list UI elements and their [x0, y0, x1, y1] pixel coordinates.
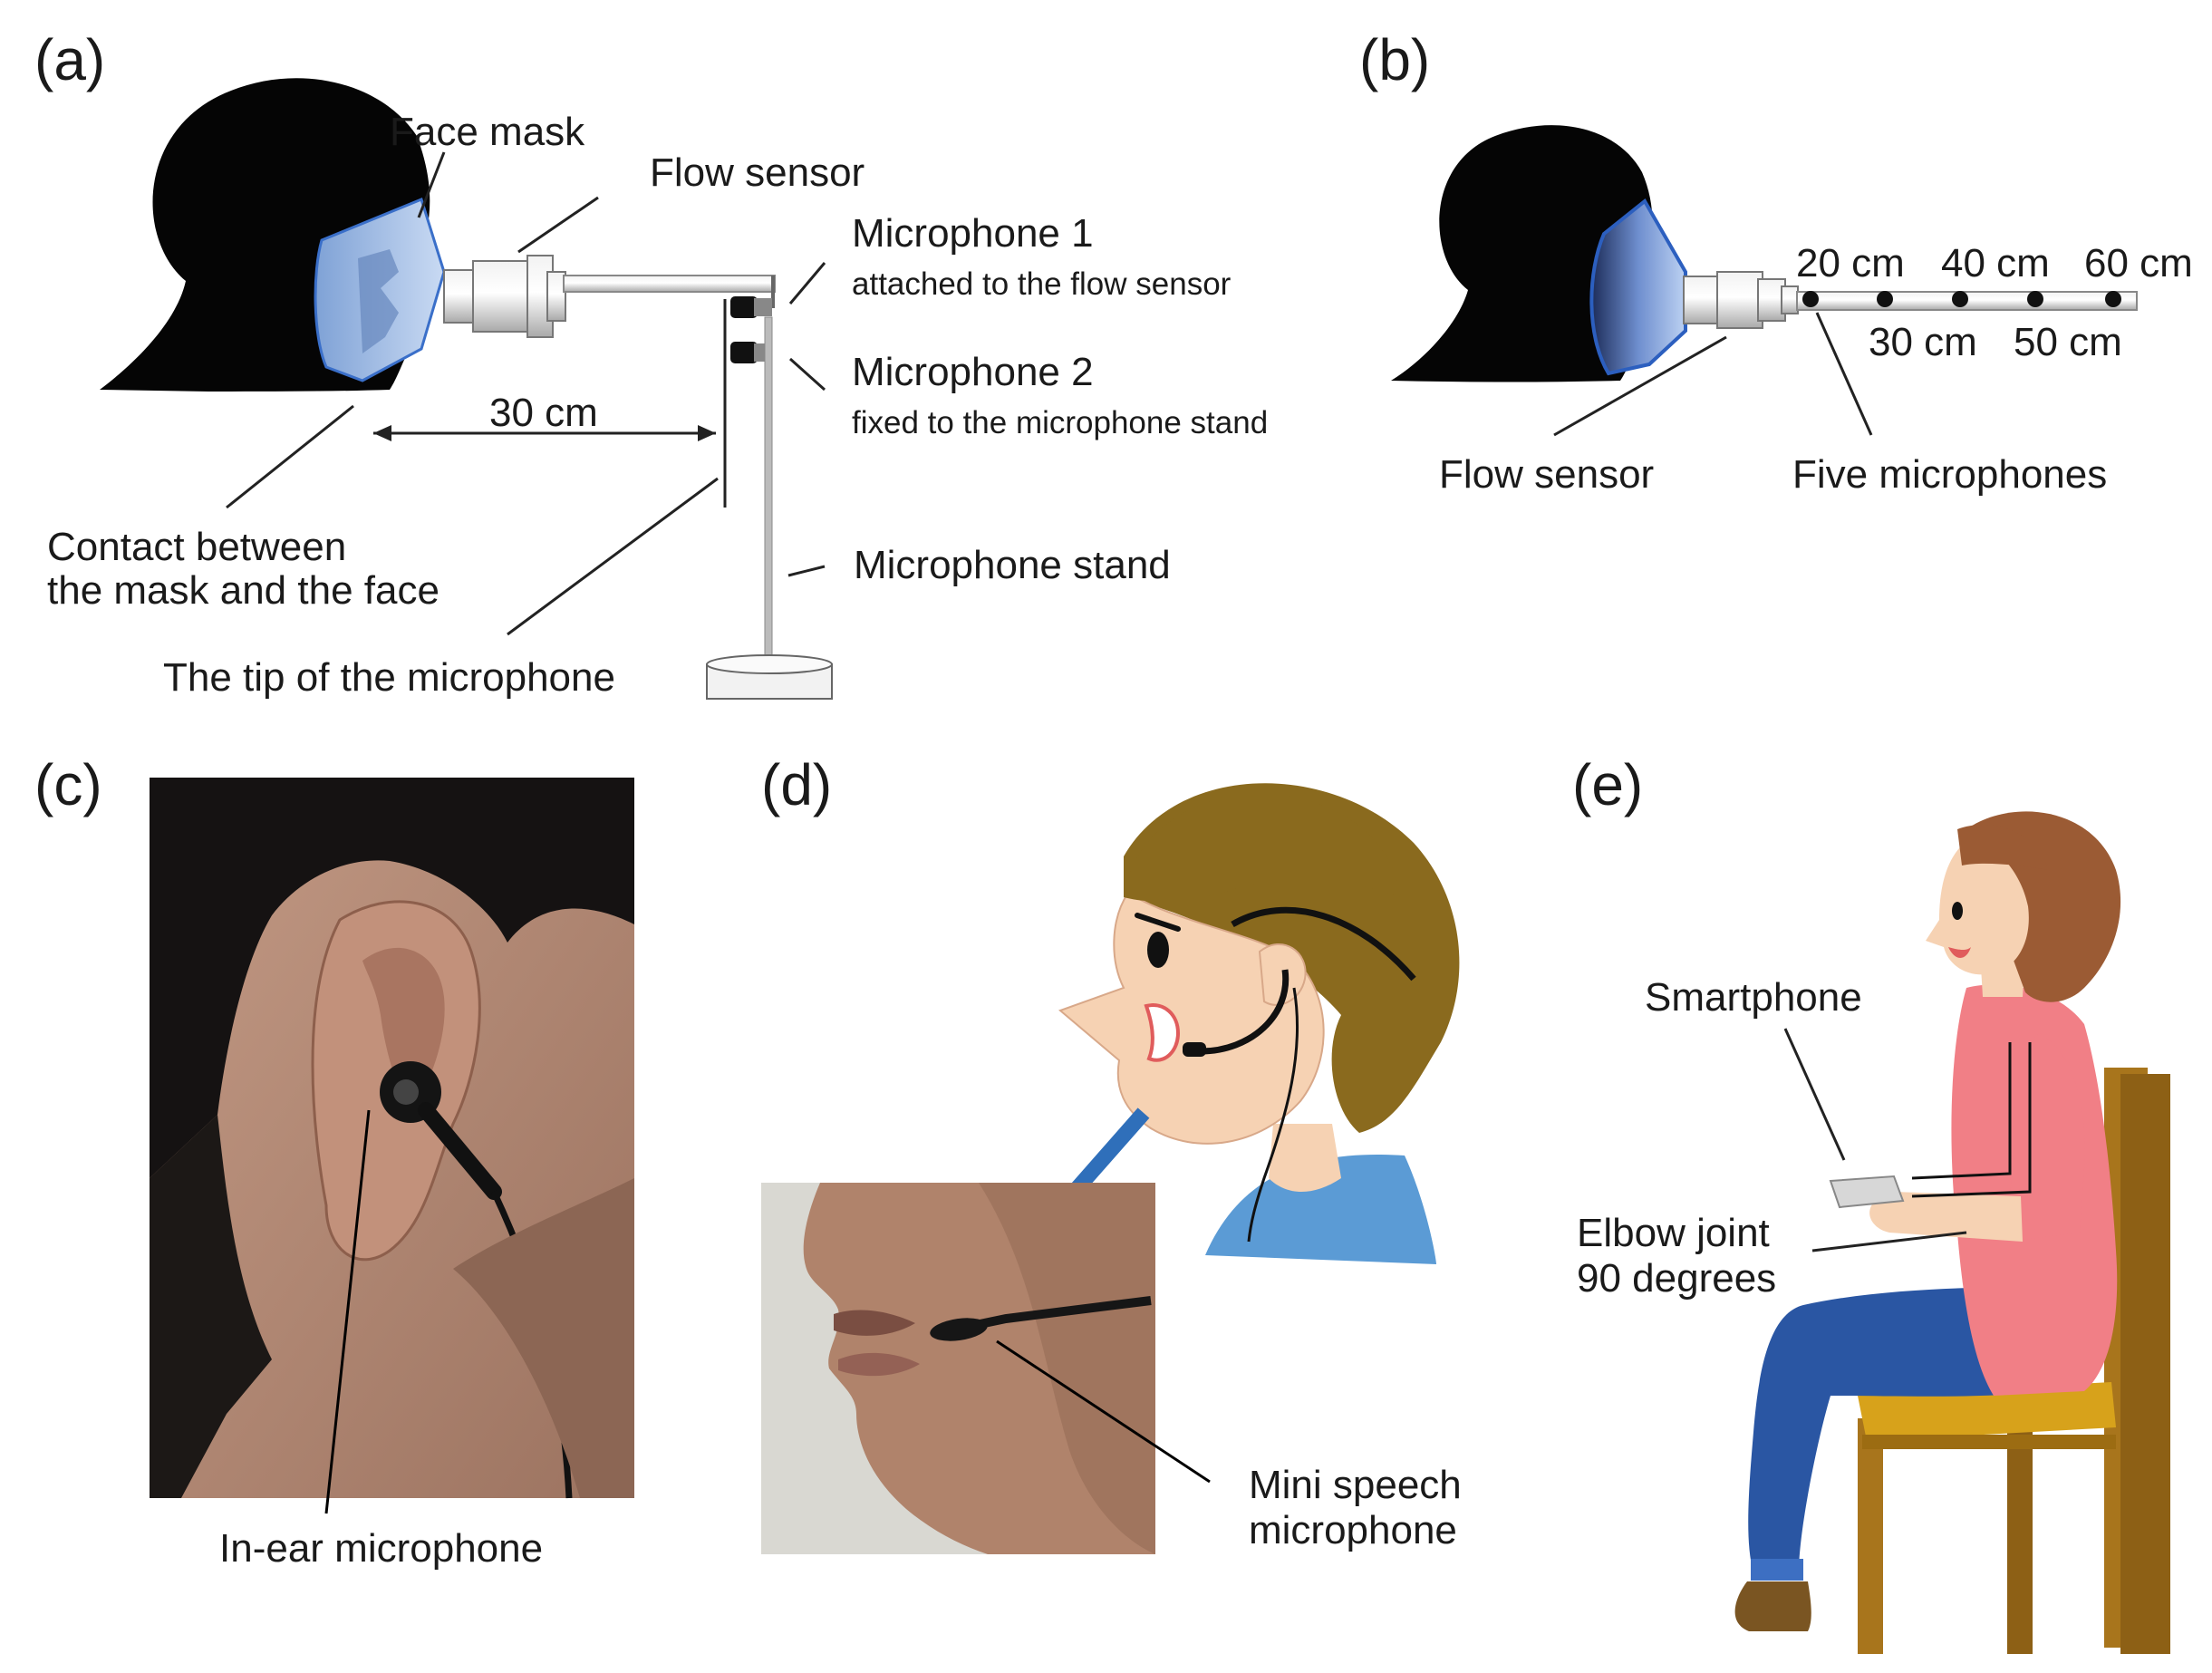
panel-label-d: (d): [761, 752, 832, 817]
label-elbow-line1: Elbow joint: [1577, 1211, 1770, 1255]
label-mic2-sub: fixed to the microphone stand: [852, 405, 1268, 440]
panel-label-a: (a): [34, 27, 105, 92]
label-flow-sensor-b: Flow sensor: [1439, 452, 1654, 497]
leader-mic-tip: [507, 477, 719, 636]
label-60cm: 60 cm: [2084, 241, 2193, 285]
leader-flow-sensor-a: [517, 196, 599, 254]
label-face-mask: Face mask: [390, 110, 585, 154]
label-elbow-line2: 90 degrees: [1577, 1256, 1776, 1301]
leader-mic1: [788, 262, 826, 305]
face-mask-b: [1589, 198, 1687, 376]
chair: [1858, 1068, 2170, 1654]
label-mic-stand: Microphone stand: [854, 543, 1171, 587]
leader-mini-mic: [996, 1339, 1211, 1484]
five-microphones-b: [1802, 291, 2121, 307]
microphone-1-a: [730, 296, 772, 318]
seated-woman: [1734, 811, 2121, 1631]
leader-face-mask: [417, 151, 446, 218]
panel-d: (d): [761, 752, 1462, 1554]
label-mic-tip: The tip of the microphone: [163, 655, 615, 700]
label-contact-line1: Contact between: [47, 525, 346, 569]
leader-in-ear: [324, 1109, 371, 1514]
microphone-stand-a: [706, 316, 833, 700]
in-ear-photo: [150, 778, 634, 1499]
leader-flow-sensor-b: [1553, 335, 1727, 437]
mask-nose-shadow-a: [358, 249, 399, 353]
label-30cm-b: 30 cm: [1869, 320, 1977, 364]
leader-mic2: [788, 357, 826, 392]
dimension-30cm-a: [373, 425, 716, 441]
cartoon-woman-headset: [1058, 783, 1460, 1264]
label-mic1-sub: attached to the flow sensor: [852, 266, 1232, 302]
leader-elbow: [1811, 1231, 1967, 1252]
leader-contact: [226, 404, 354, 509]
panel-label-b: (b): [1359, 27, 1430, 92]
distance-label-a: 30 cm: [489, 391, 598, 435]
leader-mic-stand: [787, 565, 826, 577]
leader-five-mics: [1815, 312, 1873, 436]
panel-label-e: (e): [1572, 752, 1643, 817]
label-smartphone: Smartphone: [1645, 975, 1862, 1020]
label-mic2-title: Microphone 2: [852, 350, 1094, 394]
label-contact-line2: the mask and the face: [47, 568, 440, 613]
panel-b: (b) 20 cm 40 cm 60 cm 30 cm 50 cm Flow s…: [1359, 27, 2193, 497]
panel-c: (c) In-ear microphone: [34, 752, 634, 1571]
label-in-ear: In-ear microphone: [219, 1526, 543, 1571]
panel-e: (e): [1572, 752, 2170, 1654]
label-40cm: 40 cm: [1941, 241, 2050, 285]
head-silhouette-b: [1391, 125, 1656, 382]
flow-sensor-a: [443, 255, 776, 338]
label-five-mics: Five microphones: [1792, 452, 2107, 497]
label-mic1-title: Microphone 1: [852, 211, 1094, 256]
mini-mic-photo: [761, 1183, 1155, 1554]
panel-label-c: (c): [34, 752, 102, 817]
label-50cm: 50 cm: [2014, 320, 2122, 364]
label-mini-line1: Mini speech: [1249, 1463, 1462, 1507]
label-20cm: 20 cm: [1796, 241, 1905, 285]
leader-smartphone: [1783, 1028, 1846, 1161]
label-mini-line2: microphone: [1249, 1508, 1457, 1552]
panel-a: (a): [34, 27, 1268, 700]
flow-sensor-b: [1683, 271, 1799, 329]
label-flow-sensor-a: Flow sensor: [650, 150, 865, 195]
